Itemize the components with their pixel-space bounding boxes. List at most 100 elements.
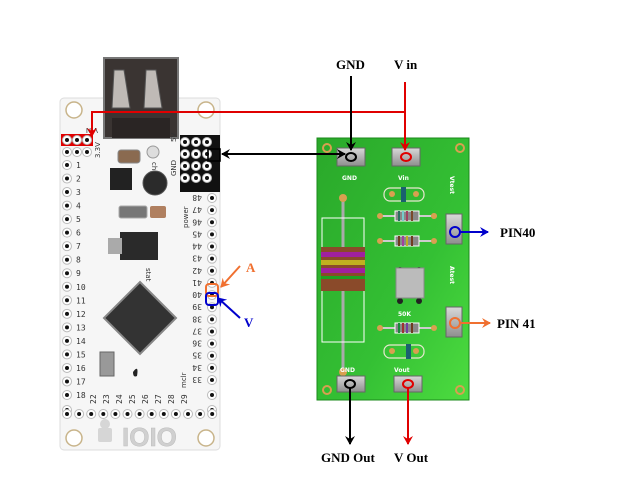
pin-hole bbox=[210, 208, 214, 213]
resistor-3 bbox=[377, 322, 437, 334]
5v-silk-label: 5V bbox=[170, 133, 178, 142]
pin-number-label: 4 bbox=[76, 202, 81, 211]
pin-number-label: 35 bbox=[192, 351, 202, 360]
vin-pad bbox=[391, 147, 421, 167]
regulator-tab bbox=[108, 238, 122, 254]
pin-number-label: 28 bbox=[167, 394, 176, 404]
vin-to-ioio-wire bbox=[87, 111, 405, 137]
ioio-board: VIN 3.3V 5V GND chg power stat mclr 1234… bbox=[59, 57, 221, 452]
pad-lead bbox=[431, 213, 437, 219]
pin-number-label: 33 bbox=[192, 375, 202, 384]
pin-number-label: 43 bbox=[192, 254, 202, 263]
pin-hole bbox=[85, 150, 89, 154]
pin-hole bbox=[186, 412, 190, 416]
logo-glyph-icon bbox=[133, 368, 138, 377]
pin-hole bbox=[101, 412, 106, 416]
regulator-ic bbox=[110, 168, 132, 190]
stat-silk-label: stat bbox=[144, 268, 152, 282]
v-marker-label: V bbox=[244, 315, 254, 330]
capacitor bbox=[401, 187, 406, 202]
pin-number-label: 27 bbox=[154, 394, 163, 404]
pin-hole bbox=[210, 329, 214, 334]
pin-number-label: 38 bbox=[192, 314, 202, 323]
pin-number-label: 48 bbox=[192, 193, 202, 202]
chg-led bbox=[146, 145, 160, 159]
vin-pad-label: Vin bbox=[398, 175, 409, 182]
pin-hole bbox=[210, 412, 215, 416]
gnd-in-pad bbox=[336, 147, 366, 167]
pin-number-label: 45 bbox=[192, 229, 202, 238]
pin-hole bbox=[65, 412, 69, 416]
pin-hole bbox=[65, 379, 69, 384]
atest-label: Atest bbox=[448, 266, 455, 284]
pin-number-label: 10 bbox=[76, 283, 86, 292]
pin-number-label: 9 bbox=[76, 269, 81, 278]
pin-hole bbox=[205, 176, 209, 180]
pin-hole bbox=[183, 164, 187, 168]
resistor-smd bbox=[118, 205, 148, 219]
pin-hole bbox=[65, 271, 69, 276]
gnd-pin-highlight bbox=[207, 148, 221, 162]
pin-number-label: 34 bbox=[192, 363, 202, 372]
pin-number-label: 8 bbox=[76, 256, 81, 265]
pin-number-label: 1 bbox=[76, 161, 81, 170]
cap-lead bbox=[389, 348, 395, 354]
pin-hole bbox=[210, 232, 214, 237]
pin-hole bbox=[210, 378, 214, 382]
pin-hole bbox=[85, 138, 89, 142]
pin-hole bbox=[65, 352, 69, 357]
pin-number-label: 12 bbox=[76, 310, 86, 319]
pin-hole bbox=[65, 393, 69, 397]
cap-lead bbox=[389, 191, 395, 197]
pin-hole bbox=[210, 393, 214, 397]
pin-number-label: 29 bbox=[180, 394, 189, 404]
pin-hole bbox=[210, 365, 214, 370]
pin-hole bbox=[205, 140, 209, 144]
3v3-silk-label: 3.3V bbox=[94, 142, 102, 158]
resistor-2 bbox=[377, 235, 437, 247]
pin-hole bbox=[125, 412, 130, 416]
pcb-corner-hole bbox=[455, 385, 465, 395]
pin-hole bbox=[65, 365, 69, 370]
gnd-out-pad-label: GND bbox=[340, 367, 355, 374]
gnd-in-pad-marker bbox=[345, 152, 357, 162]
gnd-in-pad-label: GND bbox=[342, 175, 357, 182]
pin-number-label: 36 bbox=[192, 339, 202, 348]
pin-number-label: 15 bbox=[76, 350, 86, 359]
pin-number-label: 44 bbox=[192, 242, 202, 251]
pin-number-label: 17 bbox=[76, 377, 86, 386]
pin-hole bbox=[65, 176, 69, 181]
a-marker-label: A bbox=[246, 260, 256, 275]
cap-lead bbox=[413, 348, 419, 354]
pin-number-label: 41 bbox=[192, 278, 202, 287]
pin-hole bbox=[75, 150, 79, 154]
capacitor bbox=[117, 149, 141, 164]
mount-hole bbox=[197, 101, 215, 119]
pin-hole bbox=[65, 284, 69, 289]
pin-number-label: 24 bbox=[115, 394, 124, 404]
pin-hole bbox=[149, 412, 154, 416]
pcb-corner-hole bbox=[455, 143, 465, 153]
pin-hole bbox=[194, 176, 198, 180]
usb-connector bbox=[103, 57, 179, 139]
microcontroller-chip bbox=[102, 280, 178, 356]
pin-number-label: 42 bbox=[192, 266, 202, 275]
pin-hole bbox=[210, 256, 214, 261]
pcb-corner-hole bbox=[322, 143, 332, 153]
pin-number-label: 11 bbox=[76, 296, 86, 305]
v-in-label: V in bbox=[394, 57, 418, 72]
pin-hole bbox=[77, 412, 82, 416]
pin-hole bbox=[183, 176, 187, 180]
pin-hole bbox=[210, 220, 214, 225]
mount-hole bbox=[65, 429, 83, 447]
pin41-label: PIN 41 bbox=[497, 316, 536, 331]
inductor bbox=[142, 170, 168, 196]
pin-number-label: 23 bbox=[102, 394, 111, 404]
pin-hole bbox=[65, 257, 69, 262]
pin-number-label: 22 bbox=[89, 394, 98, 404]
pin-hole bbox=[65, 138, 69, 142]
pin-hole bbox=[137, 412, 142, 416]
pin-hole bbox=[161, 412, 166, 416]
pin-hole bbox=[183, 140, 187, 144]
